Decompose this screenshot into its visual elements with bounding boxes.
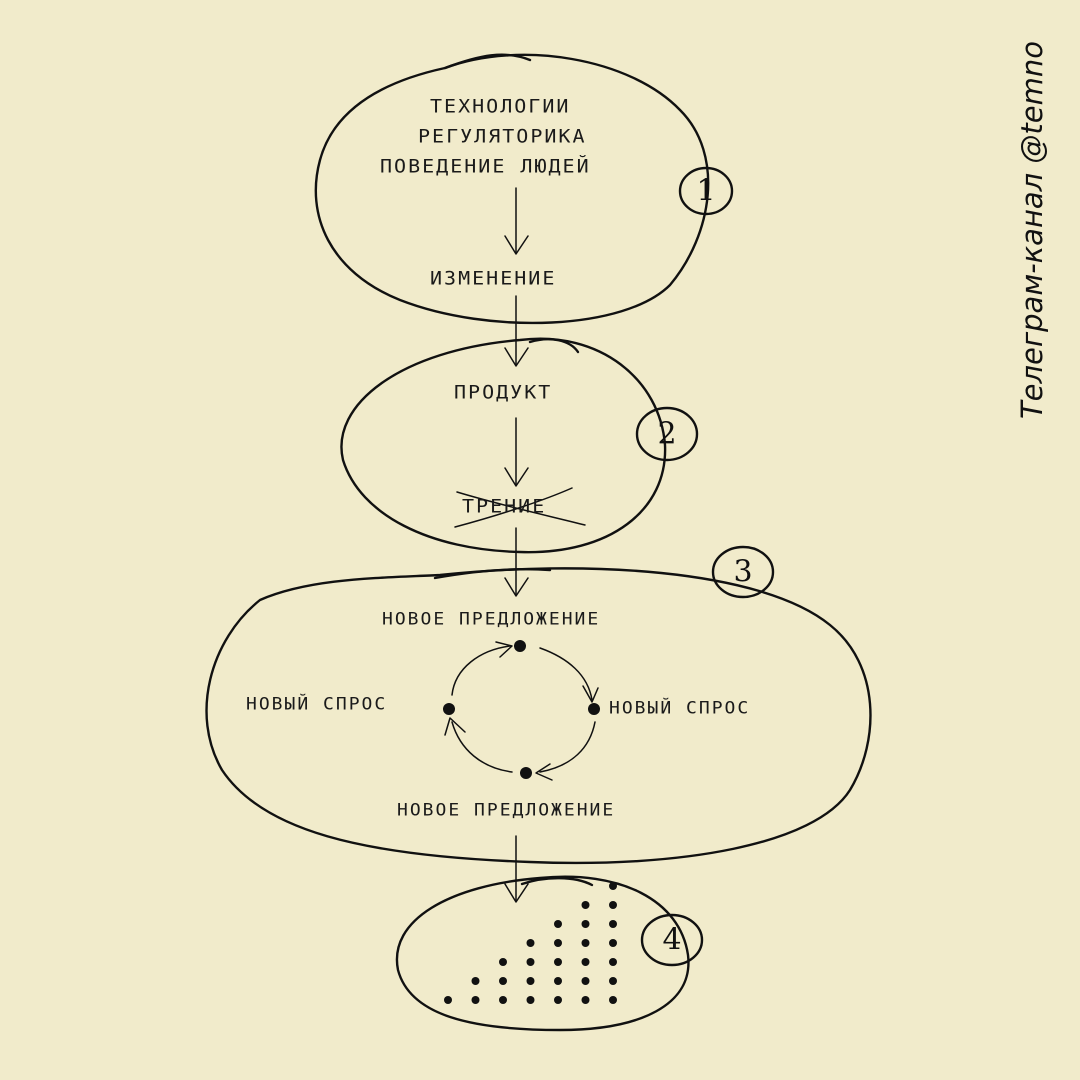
growth-dot (609, 882, 617, 890)
growth-dot (581, 996, 590, 1004)
new-demand-left-label: НОВЫЙ СПРОС (246, 694, 388, 715)
stage4-blob (395, 875, 690, 1032)
growth-dot (499, 996, 507, 1004)
cycle-node-right (588, 703, 600, 715)
telegram-channel-watermark: Телеграм-канал @temno (1015, 40, 1049, 420)
growth-dot (471, 996, 480, 1004)
growth-dot (554, 977, 562, 985)
stage1-number: 1 (696, 174, 715, 209)
stage3-number: 3 (733, 555, 752, 590)
friction-cross-out (454, 487, 586, 528)
cycle-node-bottom (520, 767, 532, 779)
growth-dot (609, 939, 617, 947)
growth-dot (609, 901, 617, 909)
new-demand-right-label: НОВЫЙ СПРОС (609, 698, 751, 719)
stage2-number-circle (635, 406, 699, 462)
stage4-number-circle (640, 913, 704, 967)
stage1-blob-overlap (443, 53, 532, 70)
growth-dot (581, 939, 590, 947)
factor-technologies: ТЕХНОЛОГИИ (430, 94, 571, 118)
growth-dot (499, 958, 507, 966)
growth-dot (581, 901, 590, 909)
cycle-node-top (514, 640, 526, 652)
product-label: ПРОДУКТ (454, 380, 553, 404)
growth-dot (499, 977, 507, 985)
stage4-number: 4 (662, 923, 681, 958)
arrow-factors-to-change (504, 187, 529, 255)
demand-offer-cycle (443, 640, 600, 781)
growth-dot (581, 958, 590, 966)
growth-dot (609, 958, 617, 966)
arrow-change-to-product (504, 295, 529, 367)
growth-dot (554, 939, 562, 947)
growth-dot (471, 977, 480, 985)
growth-dot (554, 996, 562, 1004)
stage3-number-circle (711, 545, 775, 599)
factor-regulation: РЕГУЛЯТОРИКА (418, 124, 587, 148)
stage3-blob (205, 567, 872, 865)
growth-dot (444, 996, 452, 1004)
stage1-blob (314, 53, 710, 325)
stage2-number: 2 (657, 417, 676, 452)
cycle-node-left (443, 703, 455, 715)
arrow-friction-to-offer (504, 527, 529, 597)
stage3-blob-overlap (433, 568, 552, 580)
growth-dot (554, 920, 562, 928)
friction-label: ТРЕНИЕ (462, 494, 547, 518)
stage2-blob-overlap (528, 338, 580, 354)
growth-dot (581, 977, 590, 985)
growth-dot (609, 996, 617, 1004)
arrow-product-to-friction (504, 417, 529, 487)
growth-dot (554, 958, 562, 966)
change-label: ИЗМЕНЕНИЕ (430, 266, 557, 290)
arrow-offer-to-growth (504, 835, 529, 903)
growth-dot (526, 996, 535, 1004)
growth-dot (526, 977, 535, 985)
growth-dot (609, 977, 617, 985)
growth-dot (581, 920, 590, 928)
growth-dot-chart (444, 882, 617, 1004)
new-offer-bottom-label: НОВОЕ ПРЕДЛОЖЕНИЕ (397, 800, 616, 821)
stage1-number-circle (678, 166, 734, 216)
stage2-blob (340, 337, 667, 554)
growth-dot (609, 920, 617, 928)
growth-dot (526, 958, 535, 966)
stage4-blob-overlap (520, 876, 594, 887)
growth-dot (526, 939, 535, 947)
new-offer-top-label: НОВОЕ ПРЕДЛОЖЕНИЕ (382, 609, 601, 630)
factor-people-behavior: ПОВЕДЕНИЕ ЛЮДЕЙ (380, 154, 591, 178)
